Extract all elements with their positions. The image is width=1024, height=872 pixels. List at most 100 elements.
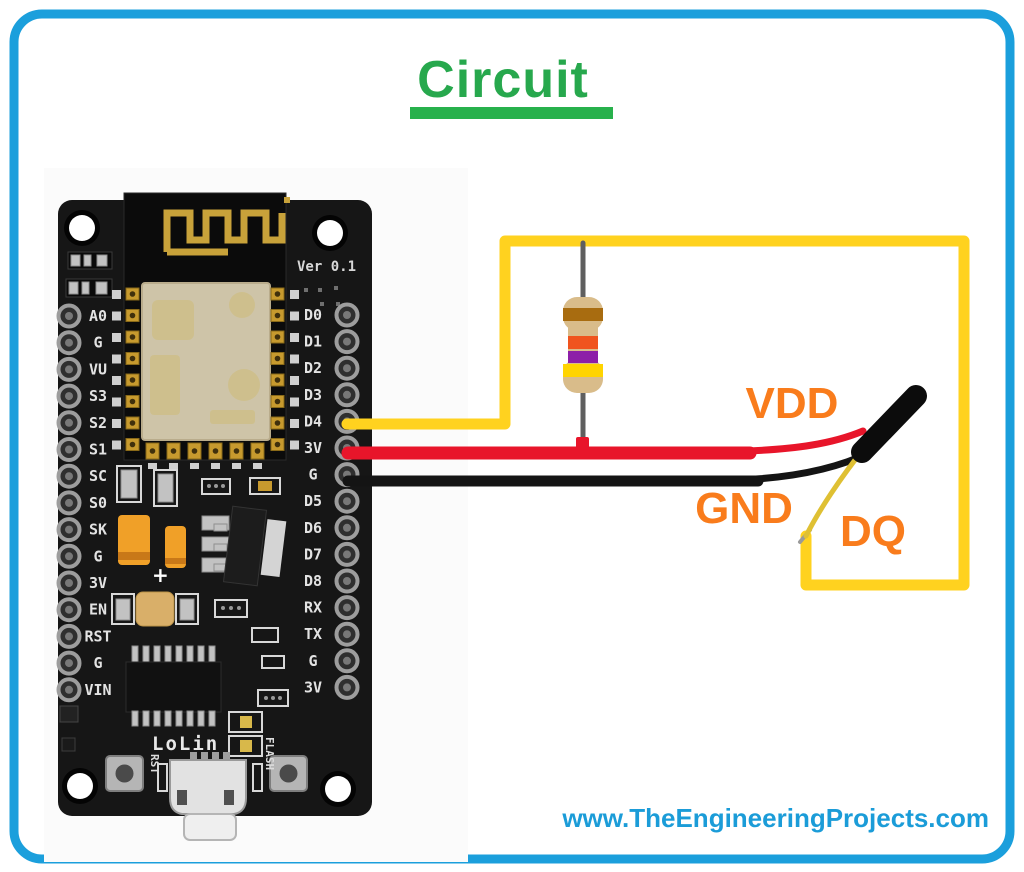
solder-pad xyxy=(112,376,121,385)
solder-pad xyxy=(290,290,299,299)
mounting-hole xyxy=(325,776,351,802)
solder-pad xyxy=(148,463,157,469)
pin-label-right-d1: D1 xyxy=(304,333,322,351)
usb-slot xyxy=(224,790,234,805)
pin-hole-center xyxy=(343,550,351,559)
usb-connector xyxy=(157,752,263,841)
resistor-band-2 xyxy=(568,336,598,349)
pad-hole xyxy=(274,291,281,297)
pin-hole-center xyxy=(343,337,351,346)
pad-hole xyxy=(170,448,177,454)
vdd-label: VDD xyxy=(746,379,839,428)
pin-label-left-a0: A0 xyxy=(89,307,107,325)
pin-label-left-s1: S1 xyxy=(89,441,107,459)
chip-body xyxy=(125,661,222,713)
pin-label-right-rx: RX xyxy=(304,599,322,617)
pin-hole-center xyxy=(343,683,351,692)
pin-label-right-tx: TX xyxy=(304,625,322,643)
pin-hole-center xyxy=(65,685,73,694)
misc-parts xyxy=(59,705,79,752)
pin-hole-center xyxy=(343,497,351,506)
pin-hole-center xyxy=(65,472,73,481)
pin-label-right-3v: 3V xyxy=(304,678,322,696)
nodemcu-board: Ver 0.1 xyxy=(56,192,372,841)
solder-pad xyxy=(112,311,121,321)
smd-ic xyxy=(257,689,289,707)
title-underline xyxy=(410,107,613,119)
solder-pad xyxy=(112,419,121,428)
pin-label-right-g: G xyxy=(308,652,317,670)
resistor-band-4 xyxy=(563,364,603,377)
solder-pad xyxy=(112,333,121,342)
gnd-label: GND xyxy=(695,484,793,533)
solder-pad xyxy=(190,463,199,469)
pin-label-left-vu: VU xyxy=(89,360,107,378)
regulator-leg xyxy=(213,523,228,532)
wiring xyxy=(341,235,970,591)
flash-button-label: FLASH xyxy=(263,737,276,770)
pin-label-left-vin: VIN xyxy=(84,681,111,699)
pad-hole xyxy=(129,312,136,319)
pin-hole-center xyxy=(343,630,351,639)
page-title: Circuit xyxy=(417,51,589,109)
solder-pad xyxy=(290,397,299,407)
regulator-tab xyxy=(260,519,287,578)
resistor-band-3 xyxy=(568,351,598,363)
pin-label-right-d3: D3 xyxy=(304,386,322,404)
tantalum-cap-small xyxy=(165,526,186,568)
pin-label-right-d2: D2 xyxy=(304,359,322,377)
solder-pad xyxy=(112,397,121,407)
smd-resistor-body xyxy=(258,481,272,491)
pin-hole-center xyxy=(343,364,351,373)
resistor-band-1 xyxy=(563,308,603,321)
solder-pad xyxy=(290,440,299,450)
rst-button: RST xyxy=(105,754,161,792)
pad-hole xyxy=(274,377,281,383)
pin-label-left-sk: SK xyxy=(89,521,107,539)
dq-wire xyxy=(341,235,970,591)
shield-markings xyxy=(150,292,260,424)
usb-anchor xyxy=(157,763,168,792)
pin-label-left-s0: S0 xyxy=(89,494,107,512)
pin-hole-center xyxy=(65,338,73,347)
crystal-pad xyxy=(115,598,131,621)
watermark: www.TheEngineeringProjects.com xyxy=(561,803,989,833)
pin-label-left-s3: S3 xyxy=(89,387,107,405)
pin-label-left-g: G xyxy=(93,334,102,352)
pin-hole-center xyxy=(65,312,73,320)
pin-hole-center xyxy=(65,392,73,401)
crystal-pad-outline xyxy=(175,593,199,625)
pad-hole xyxy=(274,420,281,426)
pad-hole xyxy=(191,448,198,454)
pin-label-right-d4: D4 xyxy=(304,412,322,430)
led-outline xyxy=(228,711,263,733)
pin-hole-center xyxy=(65,632,73,641)
solder-pad xyxy=(112,354,121,364)
flash-button-cap xyxy=(279,764,298,783)
pin-label-right-3v: 3V xyxy=(304,439,322,457)
pad-hole xyxy=(129,420,136,426)
version-label: Ver 0.1 xyxy=(297,259,356,275)
tantalum-cap-stripe xyxy=(165,558,186,564)
pad-hole xyxy=(129,291,136,297)
pin-label-right-d8: D8 xyxy=(304,572,322,590)
pad-hole xyxy=(274,312,281,319)
mounting-hole xyxy=(69,215,95,241)
chip-pins-top xyxy=(131,645,216,664)
pin-hole-center xyxy=(343,390,351,399)
antenna-via xyxy=(284,197,290,203)
pin-hole-center xyxy=(65,498,73,507)
solder-pad xyxy=(232,463,241,469)
chip-pins-bottom xyxy=(131,710,216,727)
pin-label-right-d7: D7 xyxy=(304,545,322,563)
pin-hole-center xyxy=(343,523,351,532)
crystal-pad xyxy=(179,598,195,621)
pad-hole xyxy=(274,398,281,405)
usb-shell xyxy=(169,759,247,815)
esp-module-pads xyxy=(112,287,299,469)
voltage-regulator xyxy=(222,505,268,587)
smd-resistor xyxy=(261,655,285,669)
mounting-hole xyxy=(67,773,93,799)
usb-slot xyxy=(177,790,187,805)
